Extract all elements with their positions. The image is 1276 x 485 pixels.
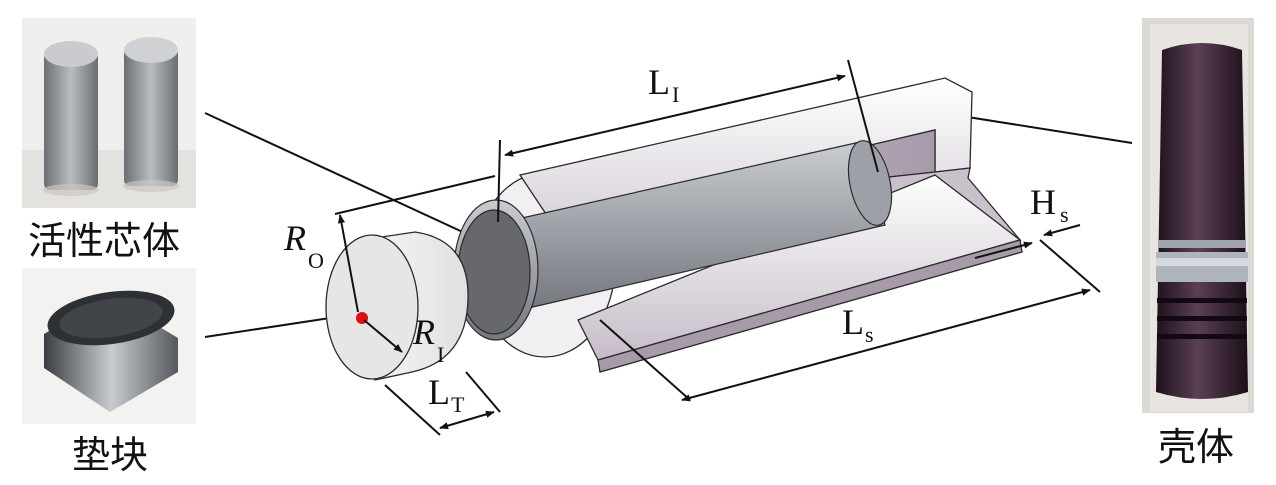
label-lt-main: L [428,372,450,412]
label-ro-sub: O [308,248,324,273]
ext-ls-left [599,319,691,401]
photo-pad [22,268,196,424]
leader-shell [954,114,1133,144]
ext-lt-right [465,371,501,413]
dim-hs-left [974,241,1033,259]
label-li-main: L [648,62,670,102]
ext-ro [334,175,496,215]
dim-ri [363,319,403,353]
photo-shell [1142,18,1254,413]
label-ro-main: R [283,218,306,258]
label-ls-main: L [842,302,864,342]
label-ri-main: R [412,312,435,352]
label-ri: R I [412,312,444,367]
dimension-lines [334,59,1101,436]
dim-ro [337,214,359,313]
dim-lt [439,410,495,430]
caption-shell: 壳体 [1158,425,1235,469]
dim-li [504,74,846,157]
label-hs-main: H [1030,182,1056,222]
core-sample-right [124,48,178,186]
label-lt: L T [428,372,465,417]
shell-sample [1156,43,1248,399]
label-li: L I [648,62,679,107]
pad-disc [325,231,469,381]
dim-ls [681,288,1091,402]
photo-core [22,18,196,208]
ext-li-left [497,139,501,223]
ext-li-right [847,59,879,173]
label-lt-sub: T [451,392,465,417]
leader-core [204,112,481,241]
pad-face [325,234,419,380]
core-sample-left [44,52,98,190]
ext-ls-right [1039,239,1101,293]
dim-hs-right [1043,224,1081,237]
label-hs-sub: s [1060,202,1069,227]
ext-lt-left [384,384,441,436]
label-ls: L s [842,302,874,347]
label-li-sub: I [672,82,679,107]
label-ri-sub: I [437,342,444,367]
label-ls-sub: s [865,322,874,347]
label-hs: H s [1030,182,1069,227]
leader-pad [204,317,331,338]
leader-lines [204,112,1133,338]
caption-pad: 垫块 [72,433,149,477]
active-core [453,140,893,341]
label-ro: R O [283,218,324,273]
core-end-face [457,209,531,335]
caption-core: 活性芯体 [28,219,181,263]
